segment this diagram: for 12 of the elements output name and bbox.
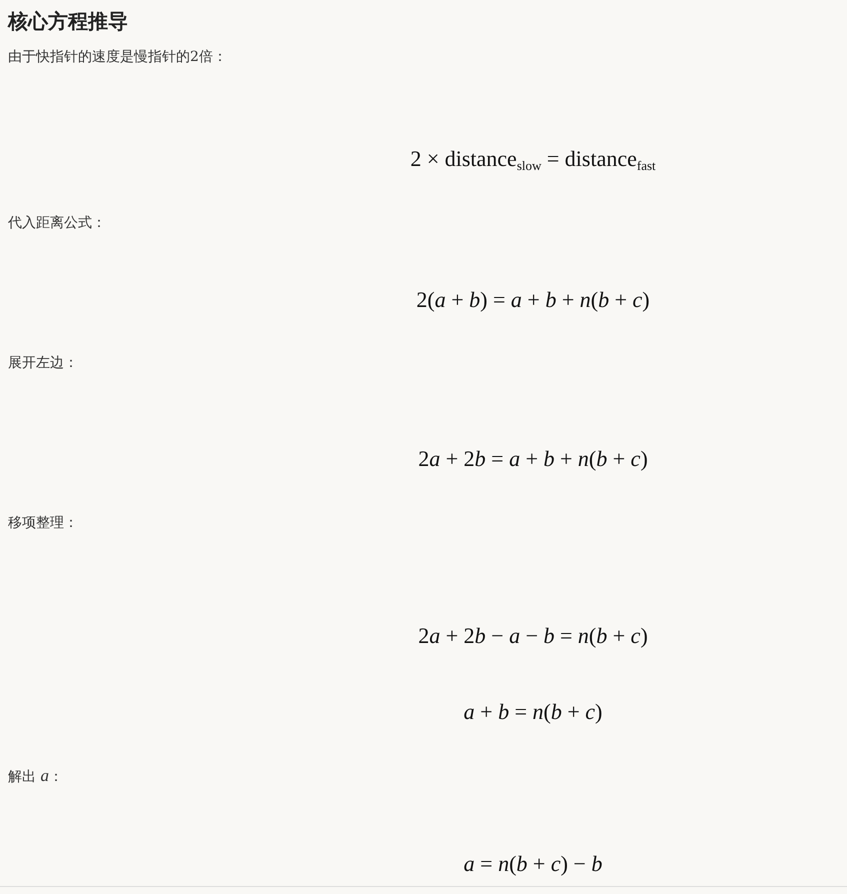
equation: a + b = n(b + c) — [464, 699, 602, 725]
text-line: 代入距离公式： — [8, 214, 106, 232]
equation: 2(a + b) = a + b + n(b + c) — [416, 287, 650, 313]
equation: 2 × distance$_{slow}$ = distance$_{fast}$ — [410, 146, 656, 174]
equation: 2a + 2b = a + b + n(b + c) — [418, 446, 648, 472]
text-line: 解出 a： — [8, 766, 63, 786]
heading: 核心方程推导 — [8, 8, 128, 35]
text-line: 展开左边： — [8, 354, 78, 372]
text-line: 移项整理： — [8, 514, 78, 532]
equation: 2a + 2b − a − b = n(b + c) — [418, 623, 648, 649]
text-line: 由于快指针的速度是慢指针的2倍： — [8, 48, 227, 66]
equation: a = n(b + c) − b — [464, 851, 602, 877]
